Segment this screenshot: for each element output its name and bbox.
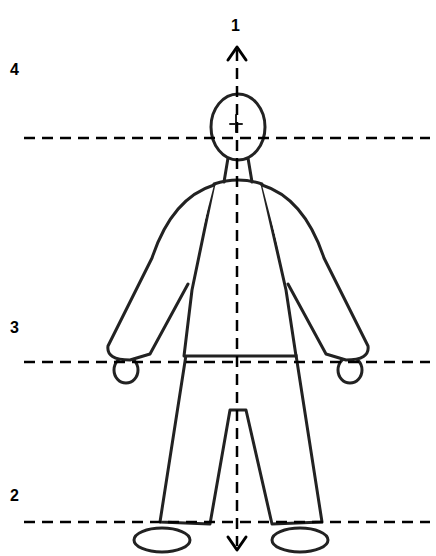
left-arm — [108, 185, 214, 360]
callout-number: 3 — [10, 320, 19, 336]
callout-number: 1 — [231, 18, 240, 34]
left-foot — [134, 528, 190, 552]
arrow-head — [228, 537, 246, 550]
arrow-head — [228, 47, 246, 60]
level-line — [24, 361, 430, 364]
level-line — [24, 137, 430, 140]
right-arm — [262, 185, 368, 360]
callout-number: 4 — [10, 62, 19, 78]
height-axis — [236, 50, 239, 546]
trousers — [160, 355, 322, 524]
level-line — [24, 521, 430, 524]
callout-number: 2 — [10, 488, 19, 504]
right-foot — [272, 528, 328, 552]
